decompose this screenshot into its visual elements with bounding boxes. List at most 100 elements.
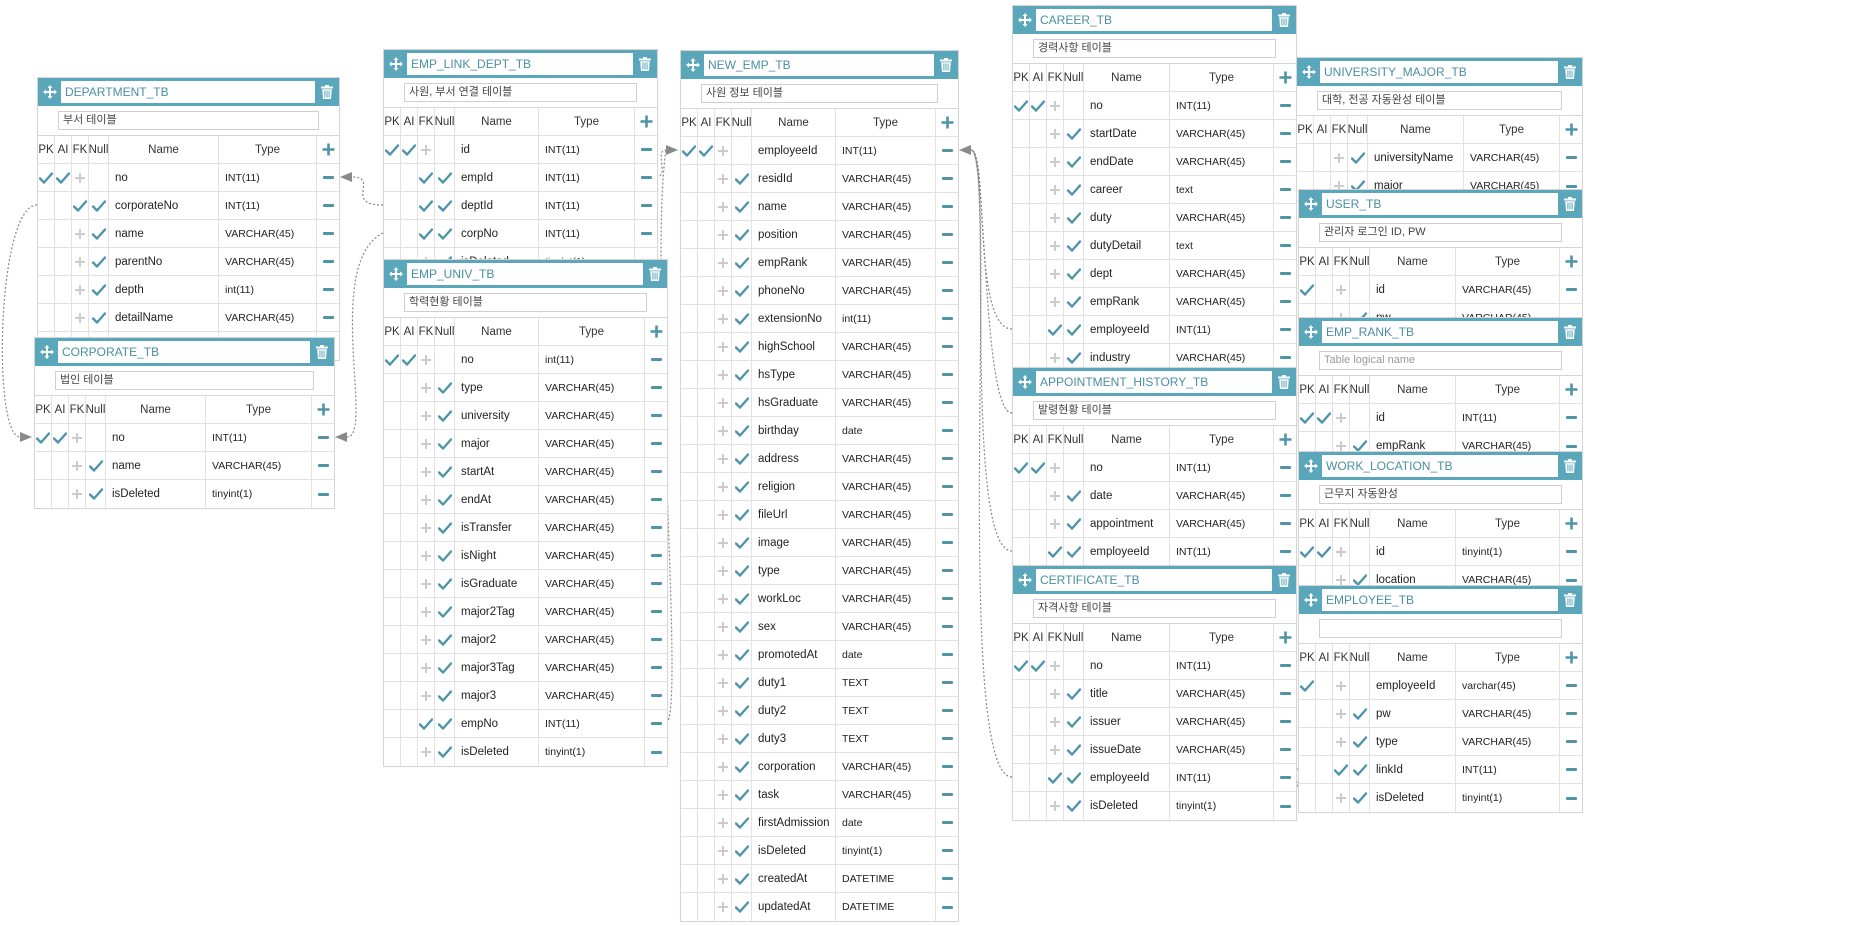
not-null-flag[interactable] bbox=[732, 501, 752, 528]
not-null-flag[interactable] bbox=[732, 809, 752, 836]
column-type[interactable]: INT(11) bbox=[539, 164, 635, 191]
remove-column-button[interactable] bbox=[645, 542, 667, 569]
column-name[interactable]: linkId bbox=[1370, 756, 1456, 783]
pk-flag[interactable] bbox=[384, 682, 401, 709]
move-arrows-icon[interactable] bbox=[1300, 63, 1318, 81]
fk-flag[interactable] bbox=[1047, 120, 1064, 147]
table-logical-name-field[interactable]: 사원, 부서 연결 테이블 bbox=[404, 83, 637, 102]
pk-flag[interactable] bbox=[1299, 728, 1316, 755]
not-null-flag[interactable] bbox=[1350, 566, 1370, 594]
column-type[interactable]: VARCHAR(45) bbox=[836, 753, 936, 780]
not-null-flag[interactable] bbox=[435, 402, 455, 429]
fk-flag[interactable] bbox=[715, 585, 732, 612]
trash-icon[interactable] bbox=[1561, 194, 1579, 214]
column-name[interactable]: isDeleted bbox=[455, 738, 539, 766]
not-null-flag[interactable] bbox=[1350, 672, 1370, 699]
remove-column-button[interactable] bbox=[645, 430, 667, 457]
column-name[interactable]: employeeId bbox=[1370, 672, 1456, 699]
remove-column-button[interactable] bbox=[1274, 708, 1296, 735]
fk-flag[interactable] bbox=[715, 137, 732, 164]
not-null-flag[interactable] bbox=[732, 893, 752, 921]
table-header[interactable]: CERTIFICATE_TB bbox=[1013, 566, 1296, 594]
column-name[interactable]: duty3 bbox=[752, 725, 836, 752]
pk-flag[interactable] bbox=[681, 585, 698, 612]
not-null-flag[interactable] bbox=[732, 697, 752, 724]
fk-flag[interactable] bbox=[418, 486, 435, 513]
ai-flag[interactable] bbox=[1316, 432, 1333, 460]
ai-flag[interactable] bbox=[55, 248, 72, 275]
table-header[interactable]: NEW_EMP_TB bbox=[681, 51, 958, 79]
not-null-flag[interactable] bbox=[1350, 756, 1370, 783]
column-name[interactable]: appointment bbox=[1084, 510, 1170, 537]
column-type[interactable]: text bbox=[1170, 232, 1274, 259]
ai-flag[interactable] bbox=[698, 137, 715, 164]
remove-column-button[interactable] bbox=[936, 193, 958, 220]
not-null-flag[interactable] bbox=[732, 249, 752, 276]
column-name[interactable]: endAt bbox=[455, 486, 539, 513]
table-logical-name-field[interactable]: 경력사항 테이블 bbox=[1033, 39, 1276, 58]
remove-column-button[interactable] bbox=[645, 486, 667, 513]
not-null-flag[interactable] bbox=[89, 276, 109, 303]
fk-flag[interactable] bbox=[418, 458, 435, 485]
remove-column-button[interactable] bbox=[645, 654, 667, 681]
fk-flag[interactable] bbox=[69, 424, 86, 451]
not-null-flag[interactable] bbox=[732, 641, 752, 668]
ai-flag[interactable] bbox=[1030, 260, 1047, 287]
not-null-flag[interactable] bbox=[435, 164, 455, 191]
remove-column-button[interactable] bbox=[936, 221, 958, 248]
fk-flag[interactable] bbox=[418, 136, 435, 163]
fk-flag[interactable] bbox=[715, 557, 732, 584]
pk-flag[interactable] bbox=[681, 333, 698, 360]
table-name-field[interactable]: WORK_LOCATION_TB bbox=[1322, 455, 1558, 477]
fk-flag[interactable] bbox=[715, 249, 732, 276]
remove-column-button[interactable] bbox=[317, 304, 339, 331]
column-type[interactable]: VARCHAR(45) bbox=[1170, 708, 1274, 735]
column-type[interactable]: VARCHAR(45) bbox=[836, 529, 936, 556]
not-null-flag[interactable] bbox=[732, 305, 752, 332]
pk-flag[interactable] bbox=[681, 865, 698, 892]
column-name[interactable]: endDate bbox=[1084, 148, 1170, 175]
column-type[interactable]: INT(11) bbox=[1170, 454, 1274, 481]
remove-column-button[interactable] bbox=[645, 458, 667, 485]
remove-column-button[interactable] bbox=[936, 809, 958, 836]
column-type[interactable]: tinyint(1) bbox=[1170, 792, 1274, 820]
trash-icon[interactable] bbox=[1561, 456, 1579, 476]
column-name[interactable]: no bbox=[109, 164, 219, 191]
fk-flag[interactable] bbox=[418, 542, 435, 569]
table-name-field[interactable]: NEW_EMP_TB bbox=[704, 54, 934, 76]
not-null-flag[interactable] bbox=[435, 738, 455, 766]
not-null-flag[interactable] bbox=[1064, 344, 1084, 371]
fk-flag[interactable] bbox=[418, 514, 435, 541]
fk-flag[interactable] bbox=[418, 430, 435, 457]
column-type[interactable]: VARCHAR(45) bbox=[539, 458, 645, 485]
remove-column-button[interactable] bbox=[1274, 510, 1296, 537]
pk-flag[interactable] bbox=[384, 430, 401, 457]
ai-flag[interactable] bbox=[1316, 756, 1333, 783]
column-name[interactable]: isDeleted bbox=[1370, 784, 1456, 812]
fk-flag[interactable] bbox=[1047, 176, 1064, 203]
remove-column-button[interactable] bbox=[936, 277, 958, 304]
ai-flag[interactable] bbox=[1316, 672, 1333, 699]
not-null-flag[interactable] bbox=[89, 192, 109, 219]
column-type[interactable]: VARCHAR(45) bbox=[836, 501, 936, 528]
column-type[interactable]: tinyint(1) bbox=[836, 837, 936, 864]
column-type[interactable]: TEXT bbox=[836, 669, 936, 696]
column-type[interactable]: VARCHAR(45) bbox=[1170, 288, 1274, 315]
not-null-flag[interactable] bbox=[1064, 680, 1084, 707]
pk-flag[interactable] bbox=[384, 570, 401, 597]
column-name[interactable]: phoneNo bbox=[752, 277, 836, 304]
column-name[interactable]: corporateNo bbox=[109, 192, 219, 219]
column-name[interactable]: highSchool bbox=[752, 333, 836, 360]
ai-flag[interactable] bbox=[1030, 454, 1047, 481]
pk-flag[interactable] bbox=[1013, 482, 1030, 509]
column-type[interactable]: VARCHAR(45) bbox=[836, 249, 936, 276]
ai-flag[interactable] bbox=[401, 626, 418, 653]
column-type[interactable]: INT(11) bbox=[539, 136, 635, 163]
remove-column-button[interactable] bbox=[317, 192, 339, 219]
remove-column-button[interactable] bbox=[1560, 784, 1582, 812]
